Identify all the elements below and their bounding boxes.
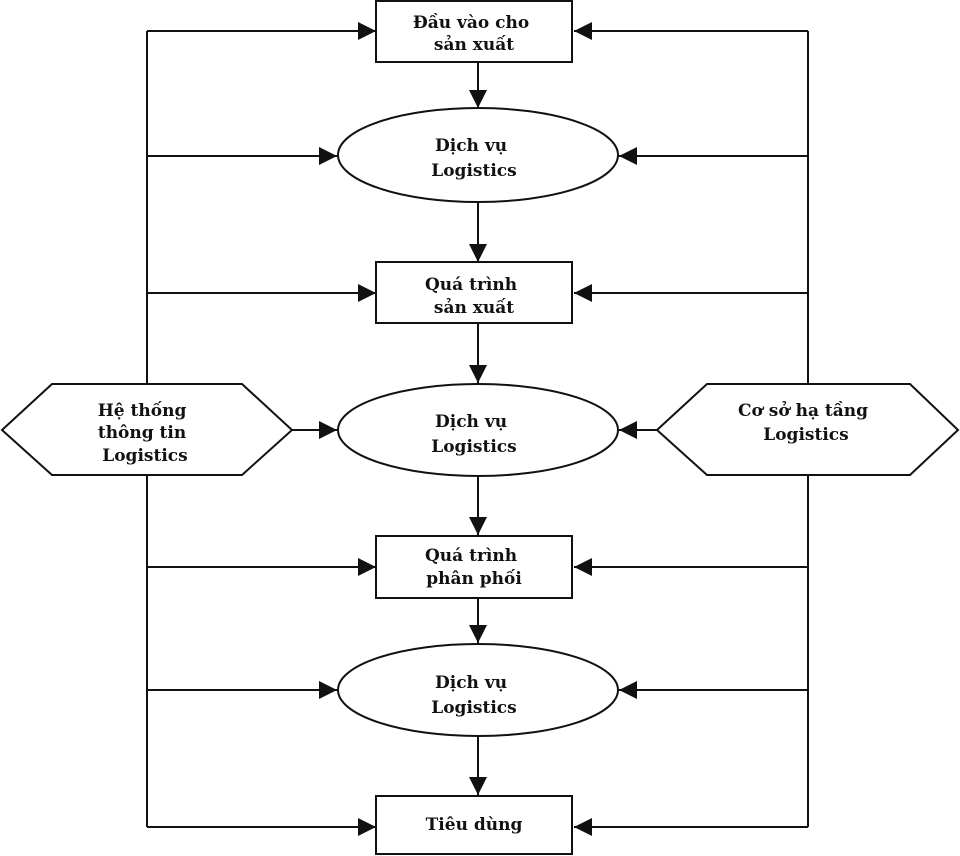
node-production-process: Quá trình sản xuất bbox=[375, 261, 573, 324]
node-inputs: Đầu vào cho sản xuất bbox=[375, 0, 573, 63]
node-logistics-service-3-label: Dịch vụ Logistics bbox=[431, 673, 516, 718]
node-info-system: Hệ thống thông tin Logistics bbox=[0, 383, 294, 476]
connectors bbox=[146, 22, 809, 836]
node-consumption: Tiêu dùng bbox=[375, 795, 573, 855]
node-logistics-service-2-label: Dịch vụ Logistics bbox=[431, 412, 516, 457]
node-logistics-service-1: Dịch vụ Logistics bbox=[337, 107, 619, 203]
node-inputs-label: Đầu vào cho sản xuất bbox=[413, 13, 535, 55]
node-production-process-label: Quá trình sản xuất bbox=[425, 275, 523, 318]
node-infrastructure-label: Cơ sở hạ tầng Logistics bbox=[738, 401, 874, 445]
node-info-system-label: Hệ thống thông tin Logistics bbox=[98, 401, 193, 466]
node-distribution-process: Quá trình phân phối bbox=[375, 535, 573, 599]
node-logistics-service-2: Dịch vụ Logistics bbox=[337, 383, 619, 477]
node-logistics-service-1-label: Dịch vụ Logistics bbox=[431, 136, 516, 181]
node-distribution-process-label: Quá trình phân phối bbox=[425, 546, 523, 589]
node-logistics-service-3: Dịch vụ Logistics bbox=[337, 643, 619, 737]
node-infrastructure: Cơ sở hạ tầng Logistics bbox=[655, 383, 960, 476]
node-consumption-label: Tiêu dùng bbox=[426, 815, 523, 835]
